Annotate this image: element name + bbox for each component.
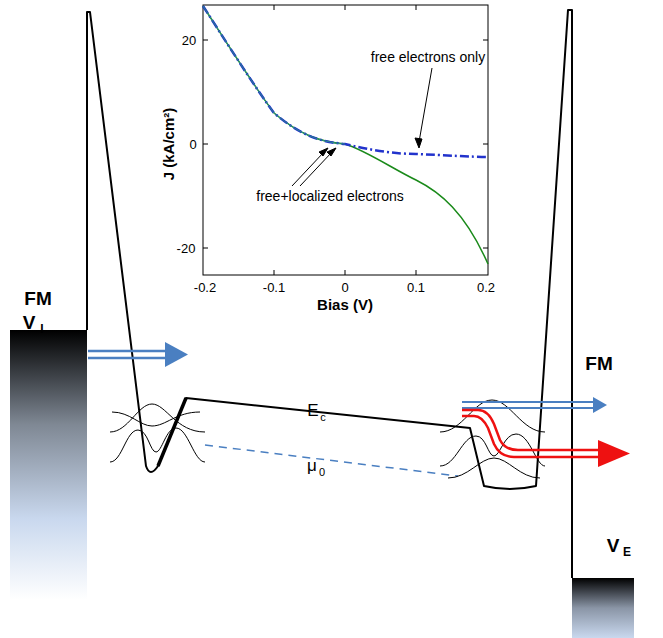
chemical-potential-line xyxy=(205,445,458,476)
axis-title: J (kA/cm²) xyxy=(161,108,176,181)
tick-label: -0.2 xyxy=(194,281,216,294)
tick-label: 0.1 xyxy=(407,281,425,294)
tick-label: 0 xyxy=(189,138,196,151)
curve-free-only xyxy=(203,6,488,157)
axis-title: Bias (V) xyxy=(317,297,373,312)
voltage-symbol: V xyxy=(23,313,36,332)
electrode-label: FM xyxy=(24,289,51,308)
tick-label: -20 xyxy=(177,242,196,255)
tick-label: 0.2 xyxy=(477,281,495,294)
tick-label: -0.1 xyxy=(263,281,285,294)
fm-left-fill xyxy=(10,330,87,600)
electrode-label: FM xyxy=(585,354,612,373)
curve-label: free electrons only xyxy=(371,50,485,64)
inset-chart xyxy=(203,5,488,275)
fm-right-fill xyxy=(572,578,634,638)
curve-free-localized xyxy=(203,6,488,264)
band-symbol: E xyxy=(307,402,318,419)
voltage-subscript: E xyxy=(623,546,631,558)
voltage-symbol: V xyxy=(607,536,620,555)
localized-electron-arrow xyxy=(462,410,602,457)
curve-label: free+localized electrons xyxy=(256,189,403,203)
potential-symbol: μ xyxy=(307,457,317,474)
free-electron-arrow-left xyxy=(88,342,188,367)
voltage-subscript: I xyxy=(40,323,43,335)
tick-label: 20 xyxy=(182,34,196,47)
band-subscript: c xyxy=(320,412,326,423)
potential-subscript: 0 xyxy=(319,467,325,478)
tick-label: 0 xyxy=(341,281,348,294)
wavefunctions-left xyxy=(110,404,205,462)
curve-overlap xyxy=(203,6,345,144)
red-arrowhead xyxy=(598,440,630,467)
